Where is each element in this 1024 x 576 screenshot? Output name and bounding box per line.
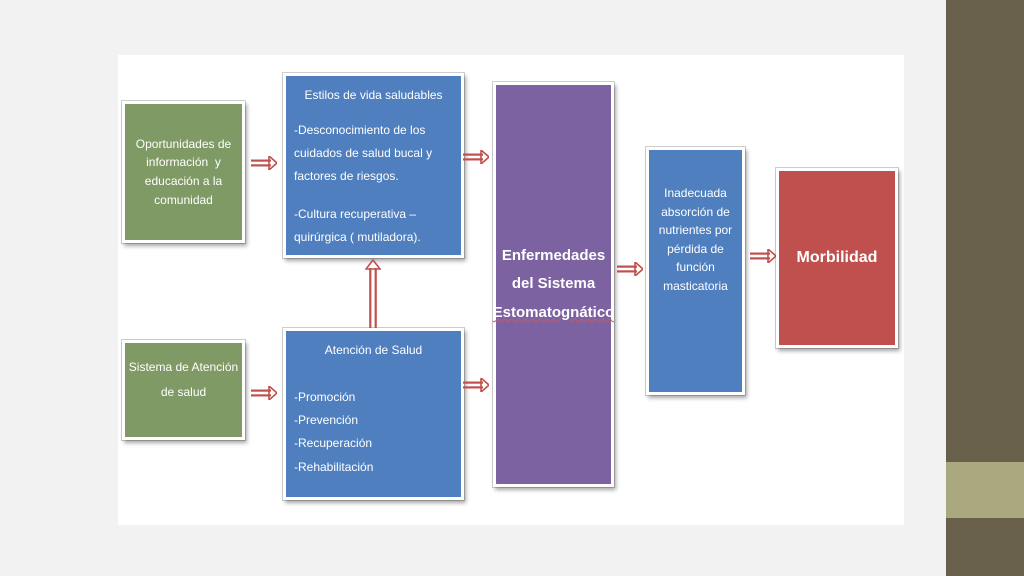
box-text-line: comunidad bbox=[154, 192, 213, 207]
arrow-right-icon bbox=[463, 150, 489, 164]
box-item: -Recuperación bbox=[294, 436, 373, 451]
box-text-line: Oportunidades de bbox=[135, 136, 232, 151]
box-text-line: Sistema de Atención bbox=[128, 360, 239, 374]
box-morbilidad: Morbilidad bbox=[776, 168, 898, 348]
box-item: -Rehabilitación bbox=[294, 459, 374, 474]
box-text-line: de salud bbox=[160, 385, 207, 400]
box-estilos-vida: Estilos de vida saludables -Desconocimie… bbox=[283, 73, 464, 258]
arrow-right-icon bbox=[463, 378, 489, 392]
box-item: -Promoción bbox=[294, 389, 356, 404]
box-item: -Cultura recuperativa – quirúrgica ( mut… bbox=[294, 206, 421, 245]
box-item: -Desconocimiento de los cuidados de salu… bbox=[294, 122, 433, 184]
box-text-line: Estomatognático bbox=[492, 303, 615, 321]
arrow-right-icon bbox=[750, 249, 776, 263]
box-text-line: educación a la bbox=[144, 174, 223, 188]
box-text-line: pérdida de bbox=[667, 241, 724, 256]
box-text-line: del Sistema bbox=[511, 275, 596, 293]
box-text-line: Inadecuada bbox=[664, 186, 727, 200]
box-text-line: absorción de bbox=[661, 204, 730, 219]
arrow-right-icon bbox=[251, 156, 277, 170]
sidebar-accent-block bbox=[946, 462, 1024, 518]
box-sistema-atencion: Sistema de Atención de salud bbox=[122, 340, 245, 440]
box-text-line: función bbox=[676, 260, 715, 275]
box-label: Morbilidad bbox=[796, 249, 878, 266]
arrow-right-icon bbox=[617, 262, 643, 276]
box-text-line: información y bbox=[146, 155, 221, 170]
box-text-line: nutrientes por bbox=[658, 223, 733, 238]
box-oportunidades: Oportunidades de información y educación… bbox=[122, 101, 245, 243]
box-text-line: masticatoria bbox=[663, 278, 728, 293]
box-title: Atención de Salud bbox=[324, 343, 423, 357]
box-item: -Prevención bbox=[294, 412, 359, 427]
box-text-line: Enfermedades bbox=[501, 246, 606, 264]
box-atencion-salud: Atención de Salud -Promoción -Prevención… bbox=[283, 328, 464, 500]
box-title: Estilos de vida saludables bbox=[304, 88, 443, 102]
box-inadecuada: Inadecuada absorción de nutrientes por p… bbox=[646, 147, 745, 395]
arrow-up-icon bbox=[365, 259, 381, 328]
box-enfermedades: Enfermedades del Sistema Estomatognático bbox=[493, 82, 614, 487]
arrow-right-icon bbox=[251, 386, 277, 400]
